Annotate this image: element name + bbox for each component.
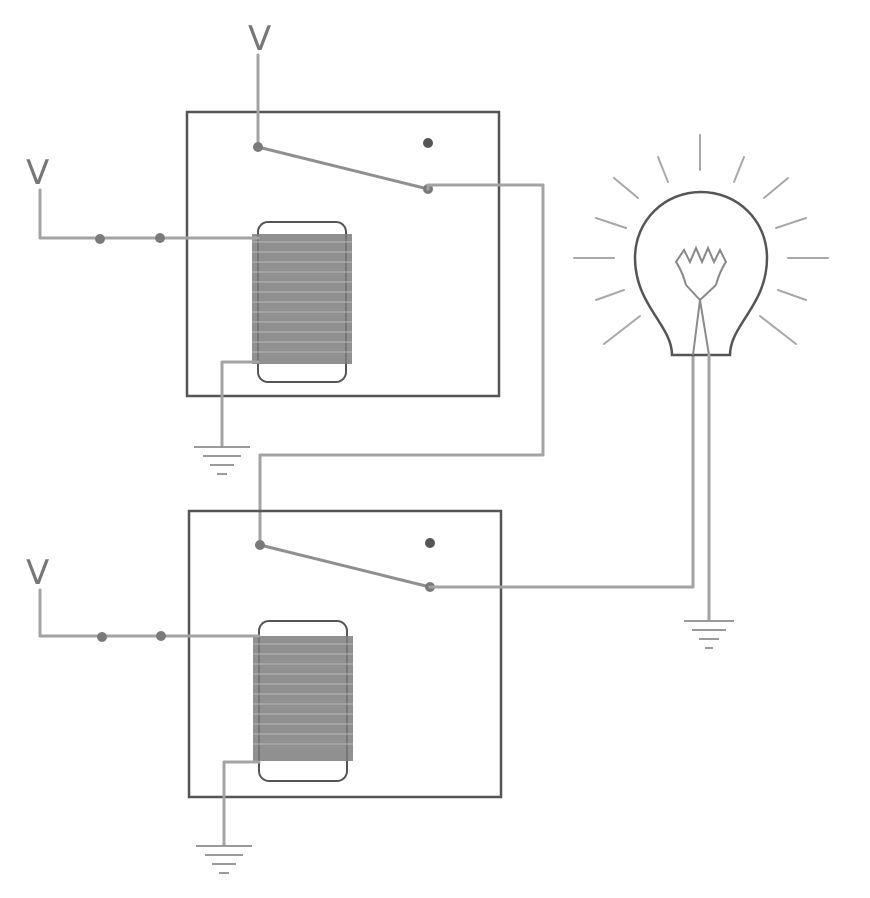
bulb-glass <box>633 190 769 357</box>
relay-2-to-bulb-wire <box>428 353 695 589</box>
voltage-label-relay2: V <box>26 553 49 593</box>
relay-2 <box>38 509 503 874</box>
relay-1-input-node-1 <box>95 234 105 244</box>
relay-1-to-relay-2-wire <box>258 183 545 547</box>
relay-2-coil-input-wire <box>38 588 261 638</box>
relay-2-coil <box>253 620 353 782</box>
relay-1-switch-arm <box>256 145 430 191</box>
relay-2-ground-symbol <box>196 845 252 874</box>
relay-1 <box>38 53 501 475</box>
bulb-ground-symbol <box>684 620 734 649</box>
relay-1-switch-pivot <box>253 142 263 152</box>
relay-1-ground-symbol <box>194 446 250 475</box>
relay-2-coil-ground-wire <box>222 760 261 847</box>
relay-2-input-node-2 <box>156 631 166 641</box>
relay-2-switch-arm <box>258 543 432 589</box>
light-bulb-icon <box>573 134 829 357</box>
bulb-filament-supports <box>685 284 717 356</box>
relay-2-input-node-1 <box>97 632 107 642</box>
relay-2-open-contact <box>425 538 435 548</box>
relay-1-coil-ground-wire <box>220 360 260 448</box>
relay-2-housing <box>187 509 503 799</box>
relay-1-open-contact <box>423 138 433 148</box>
bulb-glow-rays <box>573 134 829 345</box>
voltage-label-relay1: V <box>26 153 49 193</box>
relay-1-housing <box>185 110 501 398</box>
relay-1-coil <box>252 221 352 383</box>
relay-1-input-node-2 <box>155 233 165 243</box>
voltage-label-top: V <box>248 19 271 59</box>
relay-2-switch-pivot <box>255 540 265 550</box>
relay-1-coil-input-wire <box>38 188 260 240</box>
bulb-filament <box>674 245 728 286</box>
